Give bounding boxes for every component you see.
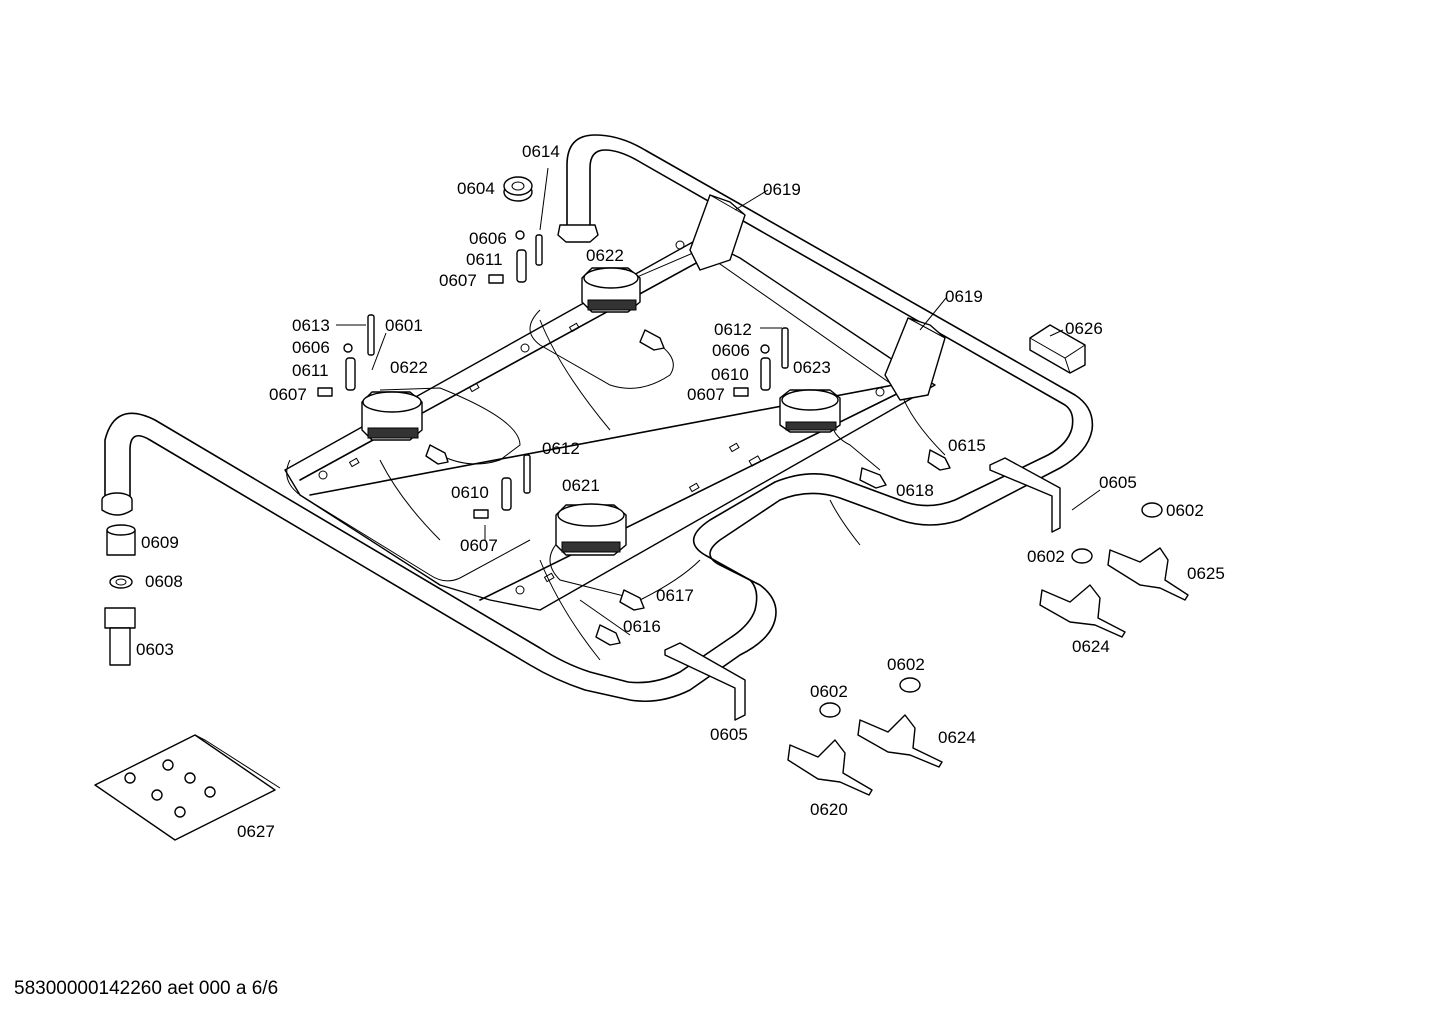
label-0619: 0619 <box>763 180 801 199</box>
label-0606: 0606 <box>292 338 330 357</box>
label-0624: 0624 <box>938 728 976 747</box>
drawing-reference-number: 58300000142260 aet 000 a 6/6 <box>14 978 279 999</box>
label-0614: 0614 <box>522 142 560 161</box>
parts-bag-0627 <box>94 734 281 841</box>
label-0604: 0604 <box>457 179 495 198</box>
label-0611: 0611 <box>292 361 329 380</box>
connector-block-0626 <box>1029 324 1086 374</box>
bracket-0619-a <box>689 194 746 271</box>
nut-0604 <box>503 176 533 202</box>
label-0605: 0605 <box>1099 473 1137 492</box>
label-0617: 0617 <box>656 586 694 605</box>
fittings <box>425 329 951 646</box>
label-0619: 0619 <box>945 287 983 306</box>
label-0611: 0611 <box>466 250 503 269</box>
bracket-0605-right <box>989 457 1061 533</box>
label-0615: 0615 <box>948 436 986 455</box>
leader-lines <box>336 167 1101 540</box>
label-0613: 0613 <box>292 316 330 335</box>
label-0603: 0603 <box>136 640 174 659</box>
caps-0602 <box>819 502 1163 718</box>
burner-support-plate <box>284 237 936 611</box>
label-0607: 0607 <box>460 536 498 555</box>
gas-manifold-tube <box>101 134 1094 703</box>
label-0620: 0620 <box>810 800 848 819</box>
label-0607: 0607 <box>687 385 725 404</box>
label-0625: 0625 <box>1187 564 1225 583</box>
bracket-0619-b <box>884 317 946 401</box>
burner-0621 <box>555 503 627 556</box>
label-0609: 0609 <box>141 533 179 552</box>
label-0627: 0627 <box>237 822 275 841</box>
label-0626: 0626 <box>1065 319 1103 338</box>
burner-0622-top <box>581 267 641 313</box>
label-0610: 0610 <box>711 365 749 384</box>
bracket-0605-left <box>664 642 746 721</box>
label-0607: 0607 <box>439 271 477 290</box>
label-0602: 0602 <box>887 655 925 674</box>
label-0624: 0624 <box>1072 637 1110 656</box>
label-0622: 0622 <box>586 246 624 265</box>
callout-labels: 0614 0604 0619 0606 0611 0607 0622 0619 … <box>136 142 1225 841</box>
label-0612: 0612 <box>542 439 580 458</box>
burner-0623 <box>779 389 841 433</box>
label-0610: 0610 <box>451 483 489 502</box>
ignition-parts <box>317 230 789 519</box>
burner-0622-left <box>361 391 423 441</box>
label-0602: 0602 <box>810 682 848 701</box>
inlet-parts <box>104 524 136 666</box>
label-0621: 0621 <box>562 476 600 495</box>
label-0607: 0607 <box>269 385 307 404</box>
label-0618: 0618 <box>896 481 934 500</box>
valves <box>787 547 1189 796</box>
label-0612: 0612 <box>714 320 752 339</box>
label-0605: 0605 <box>710 725 748 744</box>
label-0622: 0622 <box>390 358 428 377</box>
label-0601: 0601 <box>385 316 423 335</box>
label-0606: 0606 <box>469 229 507 248</box>
label-0608: 0608 <box>145 572 183 591</box>
thermocouple-lines <box>286 249 946 661</box>
label-0602: 0602 <box>1166 501 1204 520</box>
label-0623: 0623 <box>793 358 831 377</box>
label-0616: 0616 <box>623 617 661 636</box>
label-0606: 0606 <box>712 341 750 360</box>
label-0602: 0602 <box>1027 547 1065 566</box>
